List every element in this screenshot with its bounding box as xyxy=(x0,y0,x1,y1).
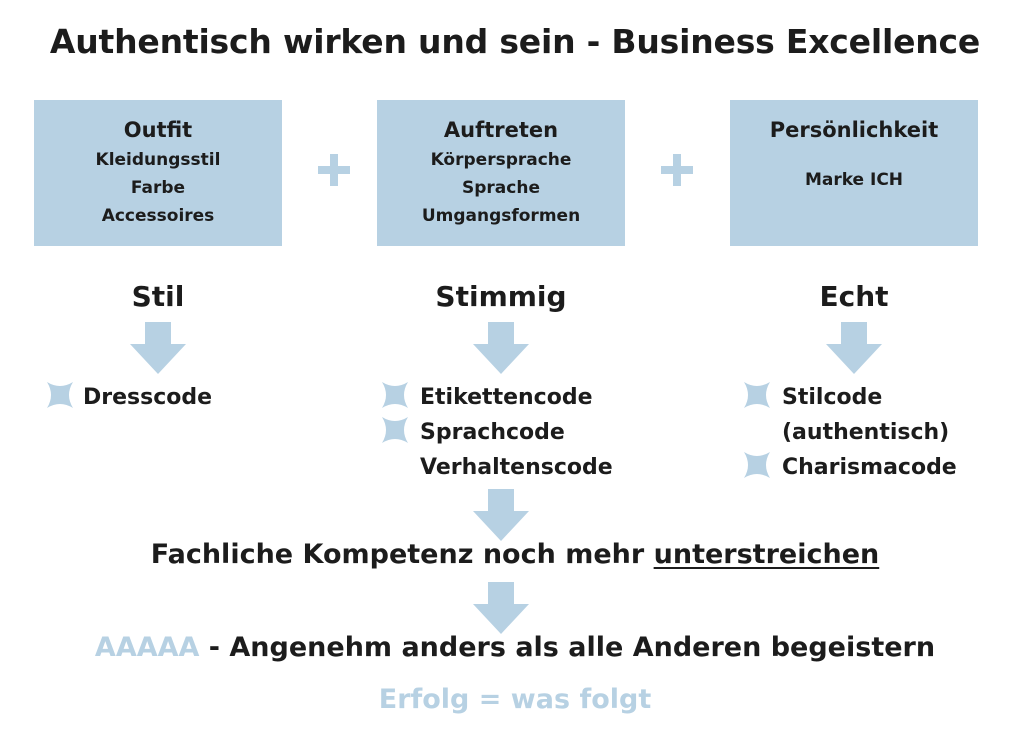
competence-line: Fachliche Kompetenz noch mehr unterstrei… xyxy=(0,539,1030,570)
box-auftreten: Auftreten Körpersprache Sprache Umgangsf… xyxy=(377,100,625,246)
aaaaa-line: AAAAA - Angenehm anders als alle Anderen… xyxy=(0,632,1030,663)
down-arrow-icon xyxy=(473,582,529,634)
down-arrow-icon xyxy=(473,489,529,541)
box-outfit: Outfit Kleidungsstil Farbe Accessoires xyxy=(34,100,282,246)
competence-text: Fachliche Kompetenz noch mehr xyxy=(150,539,654,570)
box-persoenlichkeit-title: Persönlichkeit xyxy=(769,118,939,142)
plus-icon xyxy=(661,154,693,186)
box-auftreten-line: Sprache xyxy=(462,178,540,198)
box-outfit-line: Accessoires xyxy=(101,206,215,226)
box-persoenlichkeit-line: Marke ICH xyxy=(804,170,904,190)
sparkle-icon xyxy=(47,382,73,408)
down-arrow-icon xyxy=(826,322,882,374)
sparkle-icon xyxy=(744,452,770,478)
competence-underlined: unterstreichen xyxy=(653,539,880,570)
success-line: Erfolg = was folgt xyxy=(378,684,652,715)
code-dresscode: Dresscode xyxy=(83,385,213,410)
heading-stil: Stil xyxy=(131,280,185,313)
sparkle-icon xyxy=(744,382,770,408)
aaaaa-text: - Angenehm anders als alle Anderen begei… xyxy=(199,632,936,663)
page-title: Authentisch wirken und sein - Business E… xyxy=(49,22,981,61)
box-outfit-line: Kleidungsstil xyxy=(95,150,221,170)
box-outfit-line: Farbe xyxy=(130,178,186,198)
code-verhaltenscode: Verhaltenscode xyxy=(420,455,613,480)
code-authentisch: (authentisch) xyxy=(782,420,950,445)
box-persoenlichkeit: Persönlichkeit Marke ICH xyxy=(730,100,978,246)
code-sprachcode: Sprachcode xyxy=(420,420,565,445)
heading-stimmig: Stimmig xyxy=(435,280,567,313)
code-charismacode: Charismacode xyxy=(782,455,957,480)
box-outfit-title: Outfit xyxy=(123,118,193,142)
box-auftreten-line: Umgangsformen xyxy=(421,206,581,226)
plus-icon xyxy=(318,154,350,186)
box-auftreten-line: Körpersprache xyxy=(430,150,572,170)
heading-echt: Echt xyxy=(819,280,889,313)
box-auftreten-title: Auftreten xyxy=(443,118,559,142)
sparkle-icon xyxy=(382,382,408,408)
down-arrow-icon xyxy=(473,322,529,374)
code-etikettencode: Etikettencode xyxy=(420,385,593,410)
down-arrow-icon xyxy=(130,322,186,374)
sparkle-icon xyxy=(382,417,408,443)
code-stilcode: Stilcode xyxy=(782,385,883,410)
aaaaa-accent: AAAAA xyxy=(94,632,200,663)
